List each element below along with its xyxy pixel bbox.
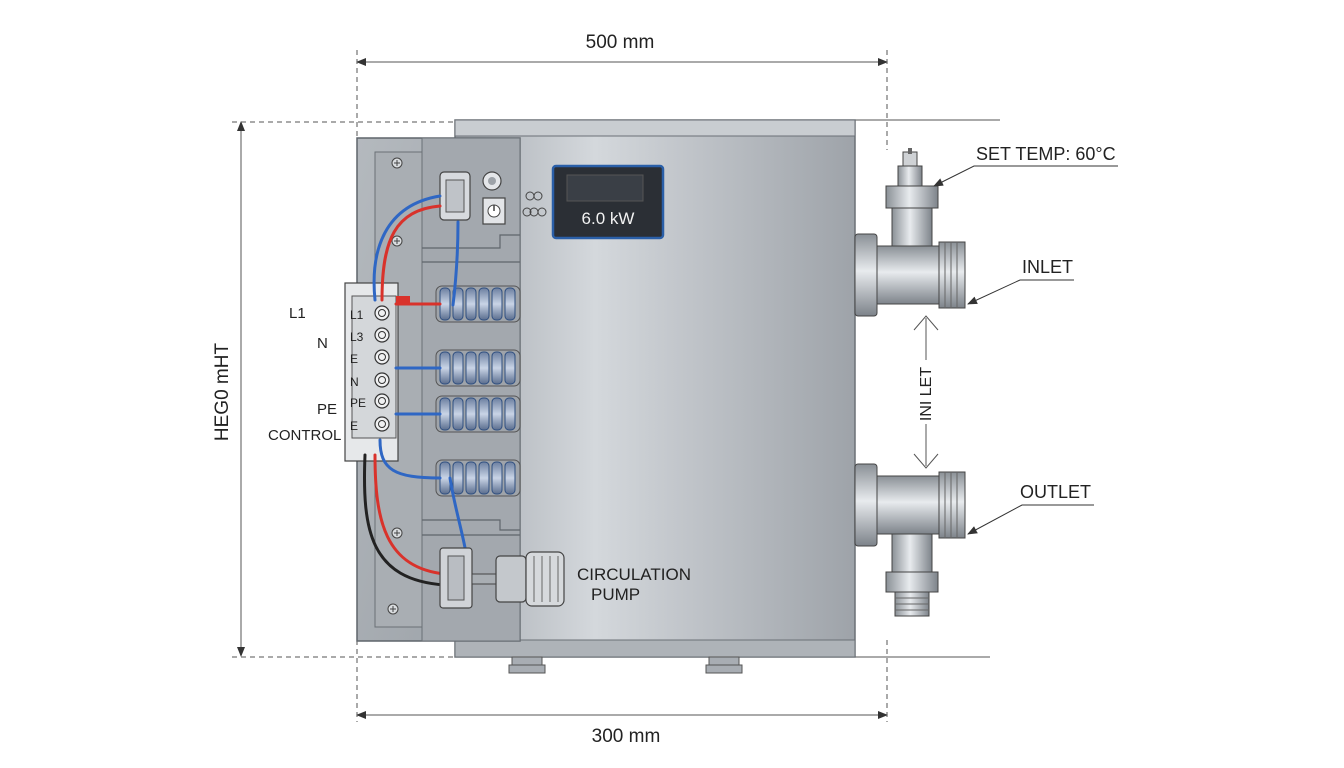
- wiring: [363, 194, 470, 587]
- heating-element: [435, 285, 521, 323]
- top-dimension-label: 500 mm: [586, 32, 655, 53]
- terminal-screw-head: [378, 353, 386, 361]
- wire-blue-4: [378, 438, 442, 480]
- terminal-inner-labels: L1 L3 E N PE E: [350, 308, 366, 433]
- terminal-screw-head: [378, 397, 386, 405]
- terminal-screw: [374, 416, 390, 432]
- terminal-screw: [374, 305, 390, 321]
- wire-blue-thermo: [451, 220, 460, 307]
- wire-red-bottom: [373, 453, 447, 576]
- indicator-icon: [522, 191, 547, 217]
- set-temp-callout: SET TEMP: 60°C: [976, 144, 1116, 164]
- inlet-callout: INLET: [1022, 257, 1073, 277]
- terminal-inner-label: PE: [350, 396, 366, 410]
- terminal-screw-head: [378, 309, 386, 317]
- circulation-pump: [439, 547, 565, 609]
- terminal-inner-label: E: [350, 419, 358, 433]
- pump-label-line1: CIRCULATION: [577, 565, 691, 584]
- terminal-screw-head: [378, 420, 386, 428]
- terminal-inner-label: L1: [350, 308, 364, 322]
- terminal-label-n: N: [317, 335, 328, 352]
- power-readout: 6.0 kW: [582, 209, 635, 228]
- inlet-vertical-label: INI LET: [918, 367, 935, 421]
- terminal-screw: [374, 327, 390, 343]
- terminal-block: [344, 282, 399, 462]
- terminal-screw: [374, 372, 390, 388]
- pump-label-line2: PUMP: [591, 585, 640, 604]
- terminal-inner-label: N: [350, 375, 359, 389]
- dimension-lines: [232, 50, 1000, 722]
- terminal-inner-label: L3: [350, 330, 364, 344]
- flow-arrows: [913, 315, 939, 469]
- wire-blue-top: [372, 194, 442, 302]
- terminal-label-pe: PE: [317, 401, 337, 418]
- inlet-pipe-assembly: [854, 148, 966, 317]
- terminal-screw: [374, 393, 390, 409]
- terminal-screw-head: [378, 376, 386, 384]
- callout-leaders: [933, 165, 1118, 535]
- wire-black-bottom: [363, 453, 447, 587]
- terminal-inner-label: E: [350, 352, 358, 366]
- outlet-pipe-assembly: [854, 463, 966, 617]
- terminal-label-l1: L1: [289, 305, 306, 322]
- power-display: [551, 164, 665, 240]
- wire-red-top: [380, 204, 442, 302]
- height-dimension-label: HEG0 mHT: [212, 343, 233, 442]
- terminal-screw-head: [378, 331, 386, 339]
- outlet-callout: OUTLET: [1020, 482, 1091, 502]
- mounting-feet: [508, 656, 743, 674]
- heating-element: [435, 459, 521, 497]
- heating-element: [435, 395, 521, 433]
- terminal-screw: [374, 349, 390, 365]
- thermostat-module: [439, 171, 506, 225]
- terminal-label-control: CONTROL: [268, 427, 341, 444]
- bottom-dimension-label: 300 mm: [592, 726, 661, 747]
- heating-element: [435, 349, 521, 387]
